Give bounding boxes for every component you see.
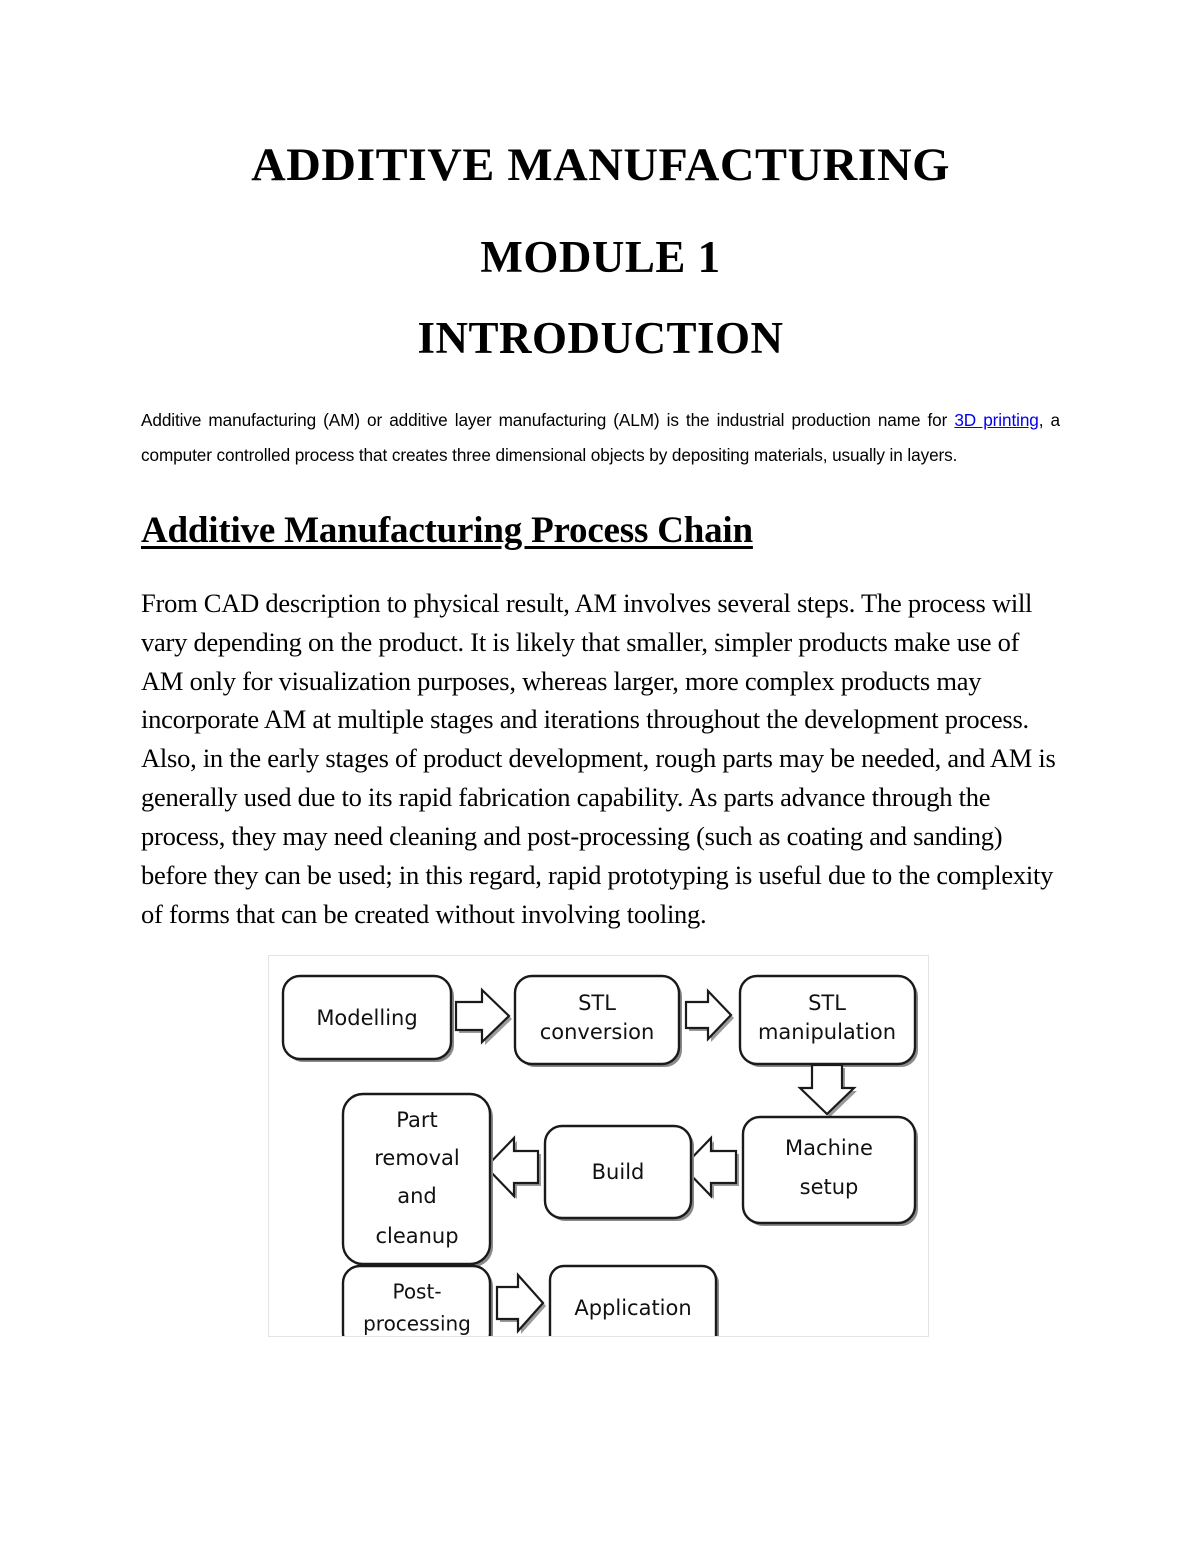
flow-node-machine-setup-label-1: Machine [785, 1136, 873, 1160]
page-title-module: MODULE 1 [480, 232, 721, 282]
flow-node-part-removal-label-3: and [397, 1184, 437, 1208]
document-content: ADDITIVE MANUFACTURING MODULE 1 INTRODUC… [141, 0, 1060, 961]
flow-node-stl-conversion: STL conversion [513, 974, 682, 1067]
flow-arrow-right-3 [495, 1272, 546, 1334]
intro-text-before-link: Additive manufacturing (AM) or additive … [141, 410, 955, 430]
flow-node-stl-conversion-label-1: STL [578, 991, 616, 1015]
flow-node-stl-manipulation-label-1: STL [808, 991, 846, 1015]
flow-node-modelling: Modelling [281, 974, 454, 1062]
flow-node-modelling-label: Modelling [316, 1006, 417, 1030]
section-heading-process-chain: Additive Manufacturing Process Chain [141, 509, 753, 551]
flow-node-build-label: Build [592, 1160, 645, 1184]
flow-node-post-processing: Post- processing [341, 1264, 493, 1336]
flow-arrow-left-2 [484, 1135, 541, 1199]
flow-arrow-left-1 [681, 1135, 739, 1199]
section-body-paragraph: From CAD description to physical result,… [141, 587, 1056, 930]
flow-arrow-right-1 [454, 987, 512, 1045]
flow-node-stl-manipulation-label-2: manipulation [758, 1020, 896, 1044]
flow-node-post-processing-label-1: Post- [392, 1280, 441, 1304]
flow-node-post-processing-label-2: processing [363, 1312, 471, 1336]
flow-node-application: Application [548, 1264, 719, 1336]
flow-node-stl-manipulation: STL manipulation [738, 974, 918, 1067]
three-d-printing-link[interactable]: 3D printing [954, 410, 1039, 430]
flow-node-stl-conversion-label-2: conversion [540, 1020, 655, 1044]
process-chain-figure: Modelling STL conversion [268, 955, 929, 1337]
flow-node-part-removal-label-1: Part [396, 1108, 437, 1132]
intro-text-after-link: , a computer controlled process that cre… [141, 410, 1060, 465]
flow-arrow-down-1 [797, 1063, 857, 1117]
flow-node-build: Build [543, 1124, 694, 1221]
page-title-introduction: INTRODUCTION [417, 313, 784, 363]
flow-node-machine-setup-label-2: setup [800, 1175, 859, 1199]
flow-node-application-label: Application [574, 1296, 691, 1320]
flow-node-part-removal-label-4: cleanup [375, 1224, 458, 1248]
flow-arrow-right-2 [684, 988, 734, 1042]
page-title-main: ADDITIVE MANUFACTURING [251, 139, 950, 191]
flow-node-part-removal-cleanup: Part removal and cleanup [341, 1092, 493, 1267]
intro-paragraph: Additive manufacturing (AM) or additive … [141, 403, 1060, 473]
flow-node-machine-setup: Machine setup [741, 1115, 918, 1226]
flow-node-part-removal-label-2: removal [374, 1146, 460, 1170]
